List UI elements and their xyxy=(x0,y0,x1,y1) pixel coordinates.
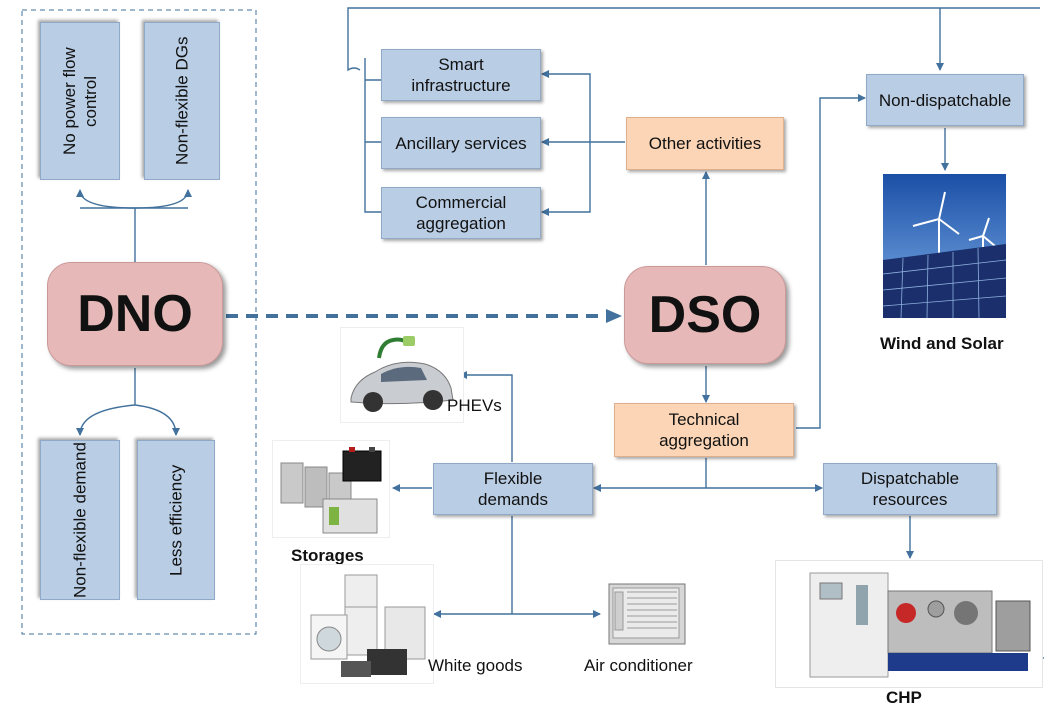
chp-image xyxy=(775,560,1043,688)
commercial-aggregation-box: Commercial aggregation xyxy=(381,187,541,239)
ancillary-services-box: Ancillary services xyxy=(381,117,541,169)
dno-dashed-frame xyxy=(21,9,257,635)
phev-image xyxy=(340,327,464,423)
non-flexible-demand-box: Non-flexible demand xyxy=(40,440,120,600)
flexible-demands-box: Flexible demands xyxy=(433,463,593,515)
phevs-label: PHEVs xyxy=(447,396,502,415)
storages-illustration xyxy=(280,447,382,534)
loop-inner-line xyxy=(364,58,382,213)
white-goods-illustration xyxy=(310,574,426,677)
smart-infrastructure-box: Smart infrastructure xyxy=(381,49,541,101)
less-efficiency-box: Less efficiency xyxy=(137,440,215,600)
storages-label: Storages xyxy=(291,546,364,565)
technical-aggregation-box: Technical aggregation xyxy=(614,403,794,457)
white-goods-label: White goods xyxy=(428,656,523,675)
air-conditioner-image xyxy=(607,580,687,650)
air-conditioner-label: Air conditioner xyxy=(584,656,693,675)
chp-illustration xyxy=(809,572,1031,678)
wind-solar-image xyxy=(883,174,1006,318)
chp-label: CHP xyxy=(886,688,922,707)
storages-image xyxy=(272,440,390,538)
dno-up-connector xyxy=(80,207,188,262)
white-goods-image xyxy=(300,564,434,684)
dno-box: DNO xyxy=(47,262,223,366)
non-dispatchable-box: Non-dispatchable xyxy=(866,74,1024,126)
wind-solar-illustration xyxy=(883,174,1006,318)
dispatchable-resources-box: Dispatchable resources xyxy=(823,463,997,515)
wind-solar-label: Wind and Solar xyxy=(880,334,1004,353)
air-conditioner-illustration xyxy=(608,583,686,645)
phev-car-illustration xyxy=(350,336,454,412)
non-flexible-dgs-box: Non-flexible DGs xyxy=(144,22,220,180)
loop-top-line xyxy=(347,7,1040,72)
dso-box: DSO xyxy=(624,266,786,364)
no-power-flow-control-box: No power flow control xyxy=(40,22,120,180)
other-activities-box: Other activities xyxy=(626,117,784,170)
